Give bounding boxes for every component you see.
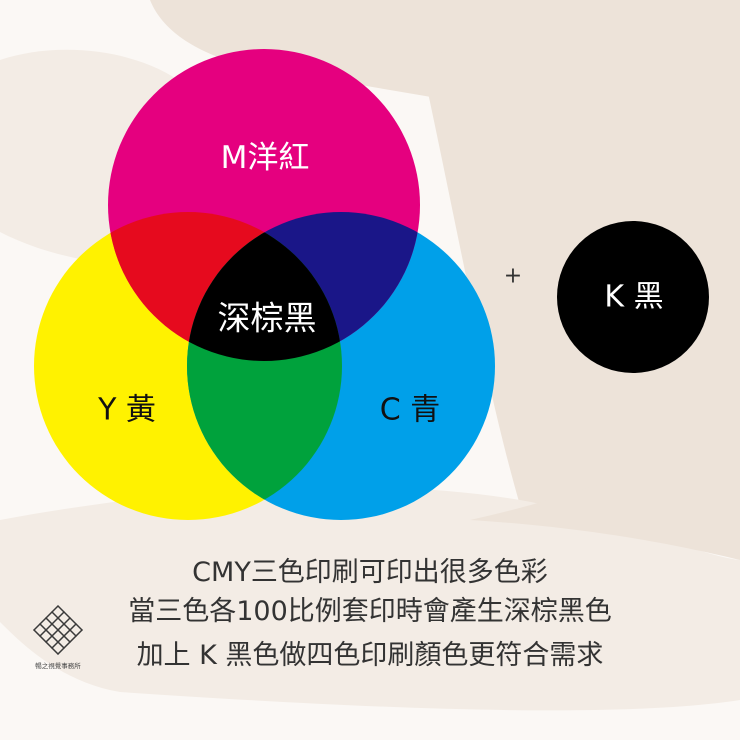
black-center-overlap xyxy=(187,212,342,361)
k-circle-label: K 黑 xyxy=(604,280,663,315)
magenta-label: M洋紅 xyxy=(221,140,310,176)
diamond-lattice-icon xyxy=(33,605,83,655)
brush-stroke xyxy=(470,430,740,560)
brush-stroke xyxy=(0,486,740,711)
caption-line-1: CMY三色印刷可印出很多色彩 xyxy=(192,557,548,588)
cyan-label: C 青 xyxy=(380,393,440,428)
plus-sign: + xyxy=(504,264,522,289)
black-k-circle xyxy=(557,221,709,373)
caption-line-2: 當三色各100比例套印時會產生深棕黑色 xyxy=(128,596,612,627)
yellow-label: Y 黃 xyxy=(97,393,156,428)
center-overlap-label: 深棕黑 xyxy=(218,299,317,338)
logo-text: 暢之視覺事務所 xyxy=(35,661,81,670)
caption-line-3: 加上 K 黑色做四色印刷顏色更符合需求 xyxy=(136,640,604,671)
